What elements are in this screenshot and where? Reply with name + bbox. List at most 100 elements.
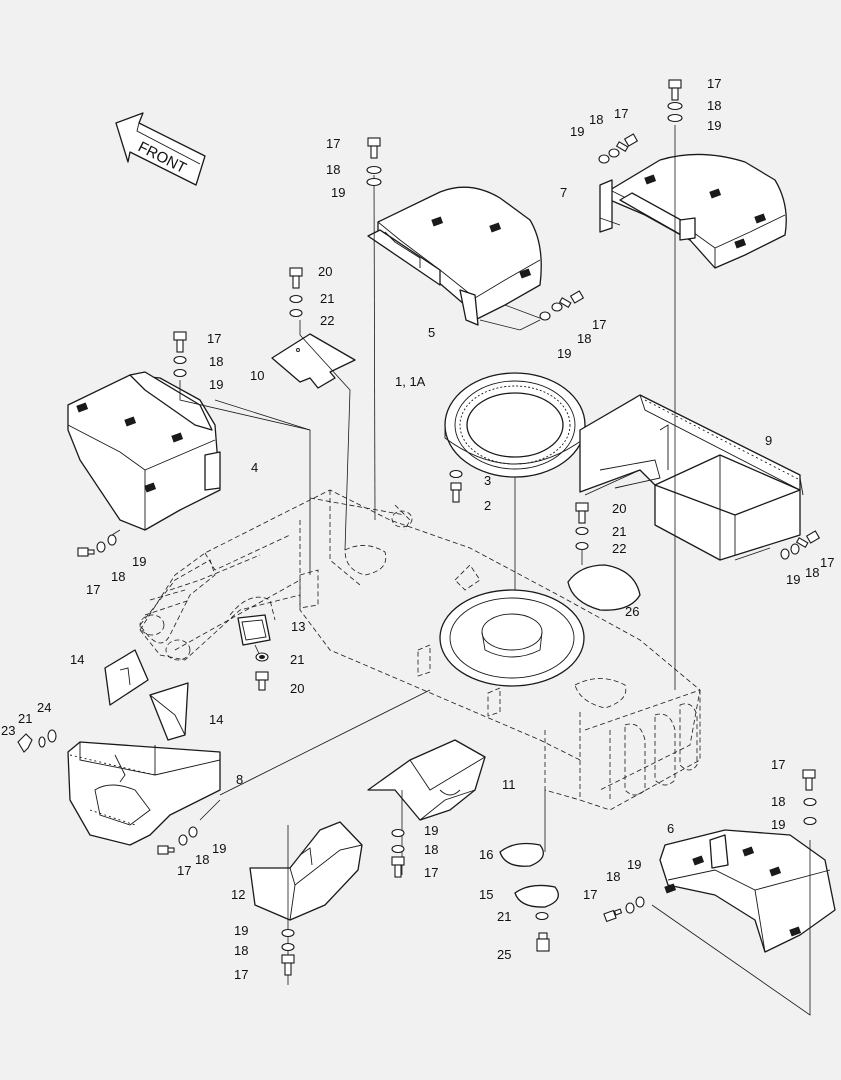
callout: 17 [820,555,834,570]
bolt-20-box9 [575,502,589,524]
guard-11 [367,739,486,821]
washer-18-top [366,165,382,175]
callout: 21 [612,524,626,539]
bolt-17-guard11 [391,856,405,878]
callout: 19 [209,377,223,392]
callout: 14 [70,652,84,667]
callout: 19 [331,185,345,200]
callout: 17 [614,106,628,121]
washer-18-guard12 [281,942,295,952]
bolt-2 [450,482,462,503]
washer-21-bracket8 [38,736,46,748]
bolt-25 [536,932,550,952]
washer-18-cover7 [608,148,620,158]
callout: 17 [326,136,340,151]
callout: 18 [326,162,340,177]
callout: 19 [786,572,800,587]
callout: 22 [612,541,626,556]
gasket-26 [567,564,641,611]
plate-15 [514,884,559,908]
bolt-17-cover4 [173,331,187,353]
bracket-14-right [149,682,189,741]
washer-19-top [366,177,382,187]
callout: 18 [111,569,125,584]
cover-5 [367,186,542,326]
bolt-17-cover6-top [802,769,816,791]
washer-19-cover4-side [107,534,117,546]
callout: 19 [234,923,248,938]
hardware [17,79,821,976]
washer-24-bracket8 [47,729,57,743]
callout: 24 [37,700,51,715]
cover-6 [659,829,836,953]
callout: 20 [318,264,332,279]
washer-19-topright [667,113,683,123]
bracket-9 [579,394,804,561]
callout: 8 [236,772,243,787]
washer-18-cover5 [551,302,563,312]
leader-lines [111,125,811,1016]
plate-16 [499,842,544,867]
washer-21-plate10 [289,294,303,304]
bolt-17-cover7 [615,133,639,152]
callout: 21 [18,711,32,726]
washer-18-topright [667,101,683,111]
callout: 17 [234,967,248,982]
callout: 21 [290,652,304,667]
callouts: 17 18 19 17 18 19 17 18 19 7 20 21 22 10… [1,76,834,982]
callout: 18 [606,869,620,884]
callout: 6 [667,821,674,836]
callout: 19 [424,823,438,838]
bolt-17-box9 [795,530,821,548]
callout: 19 [212,841,226,856]
callout: 18 [209,354,223,369]
callout: 17 [592,317,606,332]
callout: 15 [479,887,493,902]
callout: 13 [291,619,305,634]
callout: 19 [570,124,584,139]
washer-19-cover6-top [803,816,817,826]
washer-3 [449,469,463,479]
front-arrow: FRONT [115,112,206,186]
bolt-17-guard12 [281,954,295,976]
bracket-14-left [104,649,149,706]
washer-18-cover6-top [803,797,817,807]
bolt-17-bracket8 [157,845,175,855]
callout: 26 [625,604,639,619]
callout: 18 [234,943,248,958]
callout: 5 [428,325,435,340]
washer-19-cover4 [173,368,187,378]
swing-bearing [444,372,586,478]
wingbolt-23 [17,733,33,753]
bolt-17-topright [668,79,682,101]
washer-18-cover4-side [96,541,106,553]
callout: 20 [612,501,626,516]
callout: 17 [771,757,785,772]
washer-19-cover7 [598,154,610,164]
washer-22-box9 [575,541,589,551]
callout: 18 [589,112,603,127]
callout: 18 [424,842,438,857]
callout: 19 [707,118,721,133]
guard-12 [249,821,363,921]
cover-7 [599,153,787,269]
washer-19-cover6-side [635,896,645,908]
callout: 7 [560,185,567,200]
callout: 19 [557,346,571,361]
callout: 3 [484,473,491,488]
bolt-17-cover6-side [603,908,623,923]
callout: 19 [132,554,146,569]
washer-19-guard12 [281,928,295,938]
washer-21-box9 [575,526,589,536]
washer-19-bracket8 [188,826,198,838]
bolt-20-plate10 [289,267,303,289]
callout: 21 [497,909,511,924]
washer-19-guard11 [391,828,405,838]
plate-10 [271,333,356,389]
callout: 10 [250,368,264,383]
callout: 19 [627,857,641,872]
callout: 20 [290,681,304,696]
callout: 17 [583,887,597,902]
